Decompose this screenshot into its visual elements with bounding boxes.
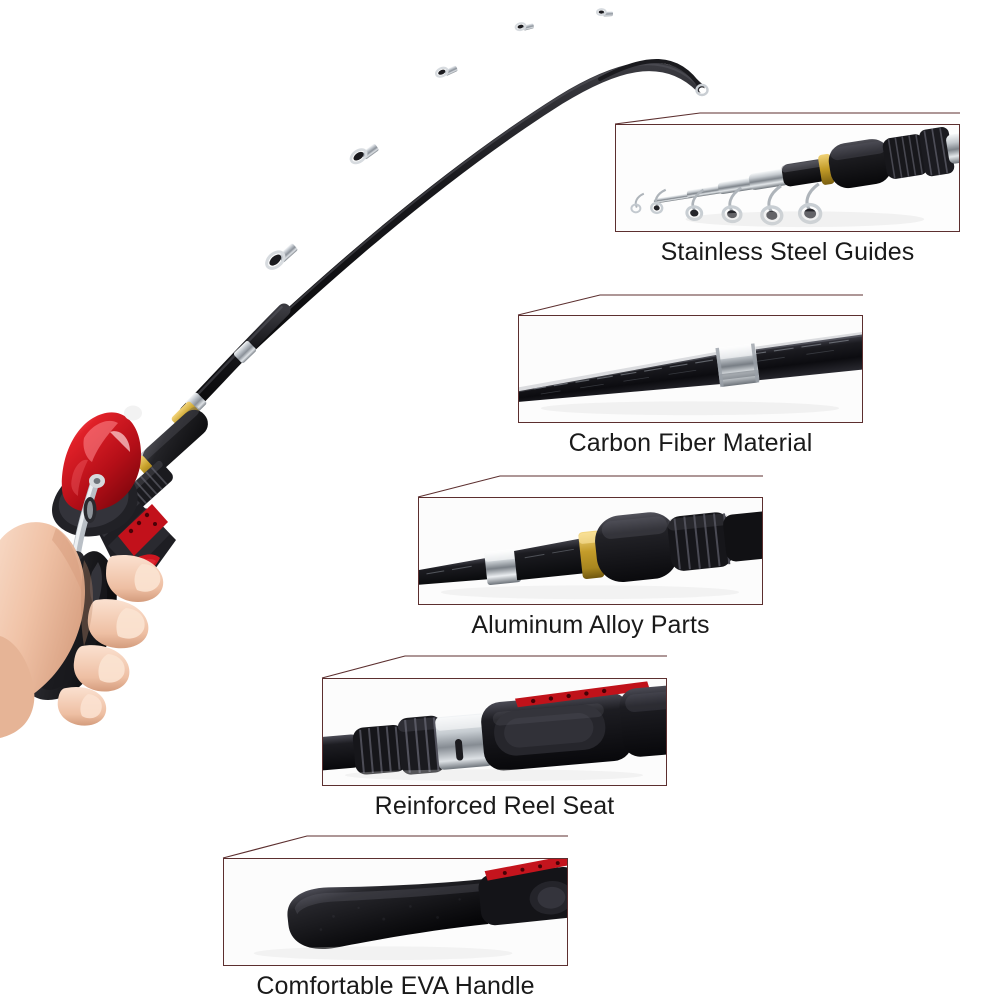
photo-reinforced-reel-seat [323,679,666,785]
callout-caption-carbon: Carbon Fiber Material [568,429,813,457]
rod-guides [265,8,709,270]
callout-frame-reel-seat [322,678,667,786]
callout-frame-aluminum [418,497,763,605]
photo-stainless-steel-guides [616,125,959,231]
hand [0,522,164,738]
callout-caption-aluminum: Aluminum Alloy Parts [471,611,710,639]
guide-rings-group [630,182,823,226]
photo-carbon-fiber-material [519,316,862,422]
callout-frame-carbon [518,315,863,423]
callout-frame-guides [615,124,960,232]
photo-aluminum-alloy-parts [419,498,762,604]
spincast-reel [52,405,142,565]
callout-caption-guides: Stainless Steel Guides [660,238,915,266]
callout-caption-eva-handle: Comfortable EVA Handle [256,972,535,1000]
photo-comfortable-eva-handle [224,859,567,965]
callout-frame-eva-handle [223,858,568,966]
callout-caption-reel-seat: Reinforced Reel Seat [374,792,615,820]
